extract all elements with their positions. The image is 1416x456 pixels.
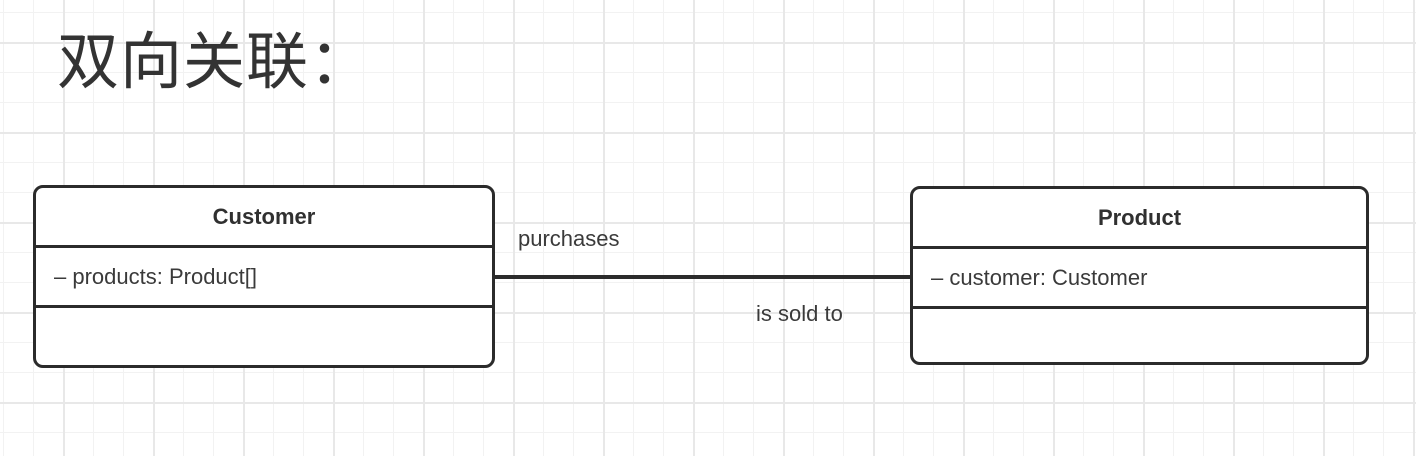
- class-attributes-product: – customer: Customer: [913, 246, 1366, 306]
- class-name-customer: Customer: [212, 203, 316, 229]
- class-attributes-customer: – products: Product[]: [36, 245, 492, 305]
- class-operations-customer-empty: [36, 305, 492, 365]
- class-attribute-customer: – customer: Customer: [931, 264, 1148, 290]
- class-attribute-products: – products: Product[]: [54, 263, 257, 289]
- class-operations-product-empty: [913, 306, 1366, 362]
- association-line: [494, 275, 911, 279]
- association-label-purchases: purchases: [518, 226, 620, 251]
- class-box-customer: Customer – products: Product[]: [33, 185, 495, 368]
- class-box-product: Product – customer: Customer: [910, 186, 1369, 365]
- association-label-is-sold-to: is sold to: [756, 301, 843, 326]
- diagram-title: 双向关联：: [57, 28, 373, 97]
- class-name-product: Product: [1097, 204, 1182, 230]
